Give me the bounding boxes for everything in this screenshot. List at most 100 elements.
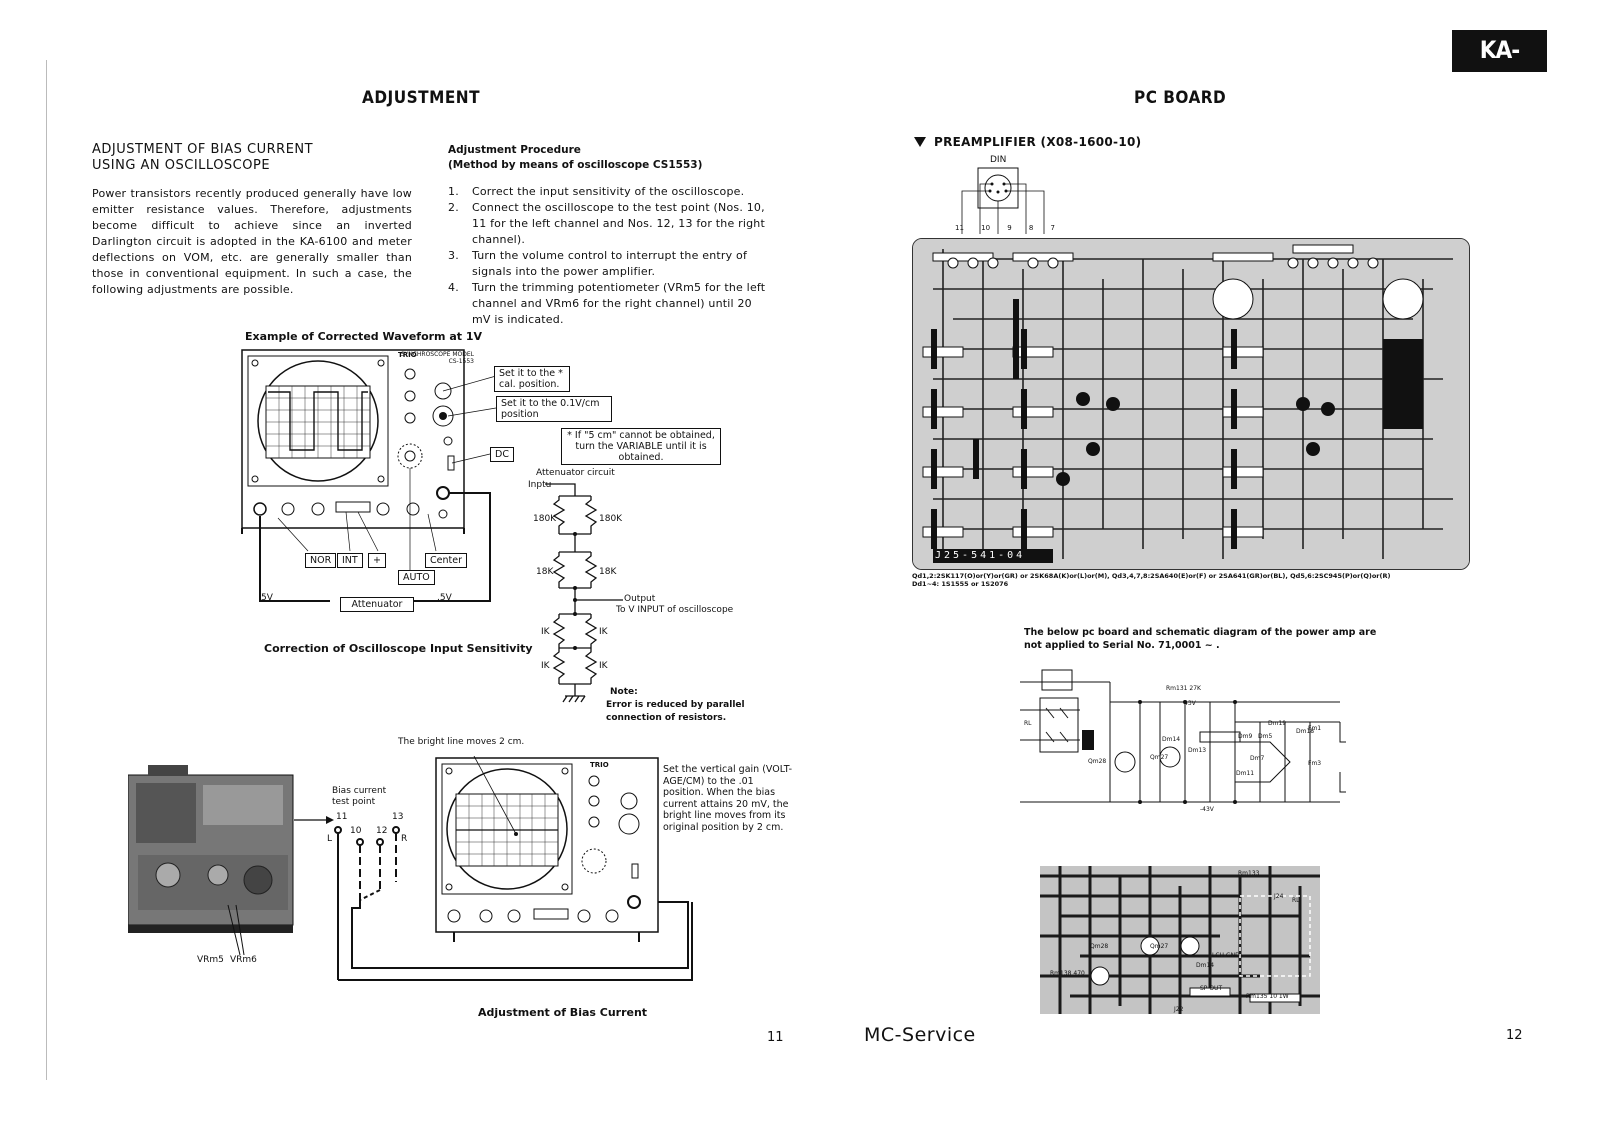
- step-number: 4.: [448, 281, 459, 294]
- resistor-18k-left: 18K: [536, 567, 554, 577]
- preamp-pcb-traces: [913, 239, 1469, 569]
- label-5v-right: .5V: [437, 593, 452, 603]
- sch-label-fm1: Fm1: [1308, 725, 1322, 732]
- bias-label-2: test point: [332, 797, 376, 807]
- section-title-line-2: USING AN OSCILLOSCOPE: [92, 158, 271, 173]
- pcb2-label-j24: J24: [1274, 893, 1284, 900]
- label-vrm6: VRm6: [230, 955, 257, 965]
- power-amp-pcb-traces: [1040, 866, 1320, 1014]
- test-point-10: 10: [350, 826, 362, 836]
- section-title: ADJUSTMENT OF BIAS CURRENT USING AN OSCI…: [92, 142, 412, 174]
- procedure-title: Adjustment Procedure: [448, 144, 581, 156]
- pcb2-label-sp-out: SP OUT: [1200, 985, 1223, 992]
- procedure-step: 3. Turn the volume control to interrupt t…: [448, 248, 768, 280]
- label-int: INT: [337, 553, 363, 568]
- din-pin-numbers: 11 10 9 8 7: [955, 224, 1055, 232]
- pcb2-label-rm135: Rm135 10 1W: [1246, 993, 1289, 1000]
- bright-line-note: The bright line moves 2 cm.: [398, 737, 525, 747]
- serial-note: The below pc board and schematic diagram…: [1024, 626, 1376, 652]
- resistor-180k-right: 180K: [599, 514, 623, 524]
- din-pin: 10: [981, 224, 991, 232]
- callout-variable-note: * If "5 cm" cannot be obtained, turn the…: [561, 428, 721, 465]
- page-number-12: 12: [1506, 1028, 1523, 1043]
- din-label: DIN: [990, 155, 1007, 165]
- parts-list-line-2: Dd1~4: 1S1555 or 1S2076: [912, 580, 1009, 588]
- sch-label-dm19: Dm19: [1268, 720, 1287, 727]
- label-nor: NOR: [305, 553, 337, 568]
- step-text: Connect the oscilloscope to the test poi…: [472, 201, 765, 246]
- pcb2-label-rm133: Rm133: [1238, 870, 1260, 877]
- sch-label-minus-43v: -43V: [1200, 806, 1214, 813]
- procedure-steps: 1.Correct the input sensitivity of the o…: [448, 184, 768, 328]
- step-number: 3.: [448, 249, 459, 262]
- sch-label-qm27: Qm27: [1150, 754, 1169, 761]
- oscilloscope-1-model: SYNCHROSCOPE MODEL CS-1553: [400, 351, 474, 365]
- note-line-2: connection of resistors.: [606, 713, 727, 723]
- sch-label-rl: RL: [1024, 720, 1032, 727]
- preamp-title-row: PREAMPLIFIER (X08-1600-10): [914, 135, 1141, 149]
- din-pin: 8: [1028, 224, 1034, 232]
- pcb2-label-dm14: Dm14: [1196, 962, 1215, 969]
- pcb2-label-rl: RL: [1292, 897, 1300, 904]
- amplifier-chassis-photo: [128, 765, 294, 955]
- label-vrm5: VRm5: [197, 955, 224, 965]
- resistor-1k-3: IK: [541, 661, 550, 671]
- preamp-title: PREAMPLIFIER (X08-1600-10): [934, 135, 1142, 149]
- label-center: Center: [425, 553, 467, 568]
- label-dc: DC: [490, 447, 514, 462]
- step-text: Correct the input sensitivity of the osc…: [472, 185, 745, 198]
- step-text: Turn the trimming potentiometer (VRm5 fo…: [472, 281, 766, 326]
- test-lead-wiring: [334, 826, 693, 981]
- section-title-line-1: ADJUSTMENT OF BIAS CURRENT: [92, 142, 314, 157]
- figure-1-title: Example of Corrected Waveform at 1V: [245, 330, 483, 343]
- sch-label-rm131: Rm131 27K: [1166, 685, 1201, 692]
- oscilloscope-1-diagram: [241, 349, 497, 602]
- procedure-step: 1.Correct the input sensitivity of the o…: [448, 184, 768, 200]
- procedure-heading: Adjustment Procedure (Method by means of…: [448, 143, 768, 173]
- pc-board-heading: PC BOARD: [1134, 88, 1227, 108]
- label-5v: 5V: [261, 593, 273, 603]
- resistor-1k-1: IK: [541, 627, 550, 637]
- step-text: Turn the volume control to interrupt the…: [472, 249, 748, 278]
- serial-note-line-1: The below pc board and schematic diagram…: [1024, 627, 1377, 638]
- figure-1-caption: Correction of Oscilloscope Input Sensiti…: [264, 642, 533, 655]
- preamp-pcb-image: [912, 238, 1470, 570]
- resistor-1k-4: IK: [599, 661, 608, 671]
- resistor-1k-2: IK: [599, 627, 608, 637]
- figure-2-caption: Adjustment of Bias Current: [478, 1006, 648, 1019]
- attenuator-title: Attenuator circuit: [536, 468, 615, 478]
- din-pin: 7: [1050, 224, 1055, 232]
- pcb2-label-qm28: Qm28: [1090, 943, 1109, 950]
- callout-cal-position: Set it to the * cal. position.: [494, 366, 570, 392]
- test-point-11: 11: [336, 812, 348, 822]
- label-attenuator: Attenuator: [340, 597, 414, 612]
- footer-watermark: MC-Service: [864, 1024, 976, 1046]
- pcb2-label-j22: J22: [1174, 1006, 1184, 1013]
- sch-label-dm7: Dm7: [1250, 755, 1265, 762]
- test-point-r: R: [401, 834, 408, 844]
- adjustment-heading: ADJUSTMENT: [362, 88, 480, 108]
- resistor-18k-right: 18K: [599, 567, 617, 577]
- vertical-gain-note: Set the vertical gain (VOLT-AGE/CM) to t…: [663, 764, 793, 833]
- page-number-11: 11: [767, 1030, 784, 1045]
- sch-label-dm11: Dm11: [1236, 770, 1255, 777]
- resistor-180k-left: 180K: [533, 514, 557, 524]
- din-pin: 11: [955, 224, 964, 232]
- model-badge: KA-6100: [1452, 30, 1547, 104]
- din-pin: 9: [1007, 224, 1012, 232]
- parts-list: Qd1,2:2SK117(O)or(Y)or(GR) or 2SK68A(K)o…: [912, 572, 1472, 588]
- power-amp-pcb-image: [1040, 866, 1320, 1014]
- attenuator-output: Output: [624, 594, 656, 604]
- test-point-l: L: [327, 834, 333, 844]
- procedure-step: 2. Connect the oscilloscope to the test p…: [448, 200, 768, 248]
- attenuator-output-destination: To V INPUT of oscilloscope: [616, 605, 734, 615]
- note-title: Note:: [610, 687, 638, 697]
- procedure-subtitle: (Method by means of oscilloscope CS1553): [448, 159, 703, 171]
- step-number: 2.: [448, 201, 459, 214]
- attenuator-schematic: [545, 483, 623, 703]
- test-point-13: 13: [392, 812, 404, 822]
- sch-label-dm14: Dm14: [1162, 736, 1181, 743]
- sch-label-dm18: Dm18: [1296, 728, 1315, 735]
- oscilloscope-1-brand: TRIO: [398, 351, 417, 359]
- pcb2-label-rm138: Rm138 470: [1050, 970, 1085, 977]
